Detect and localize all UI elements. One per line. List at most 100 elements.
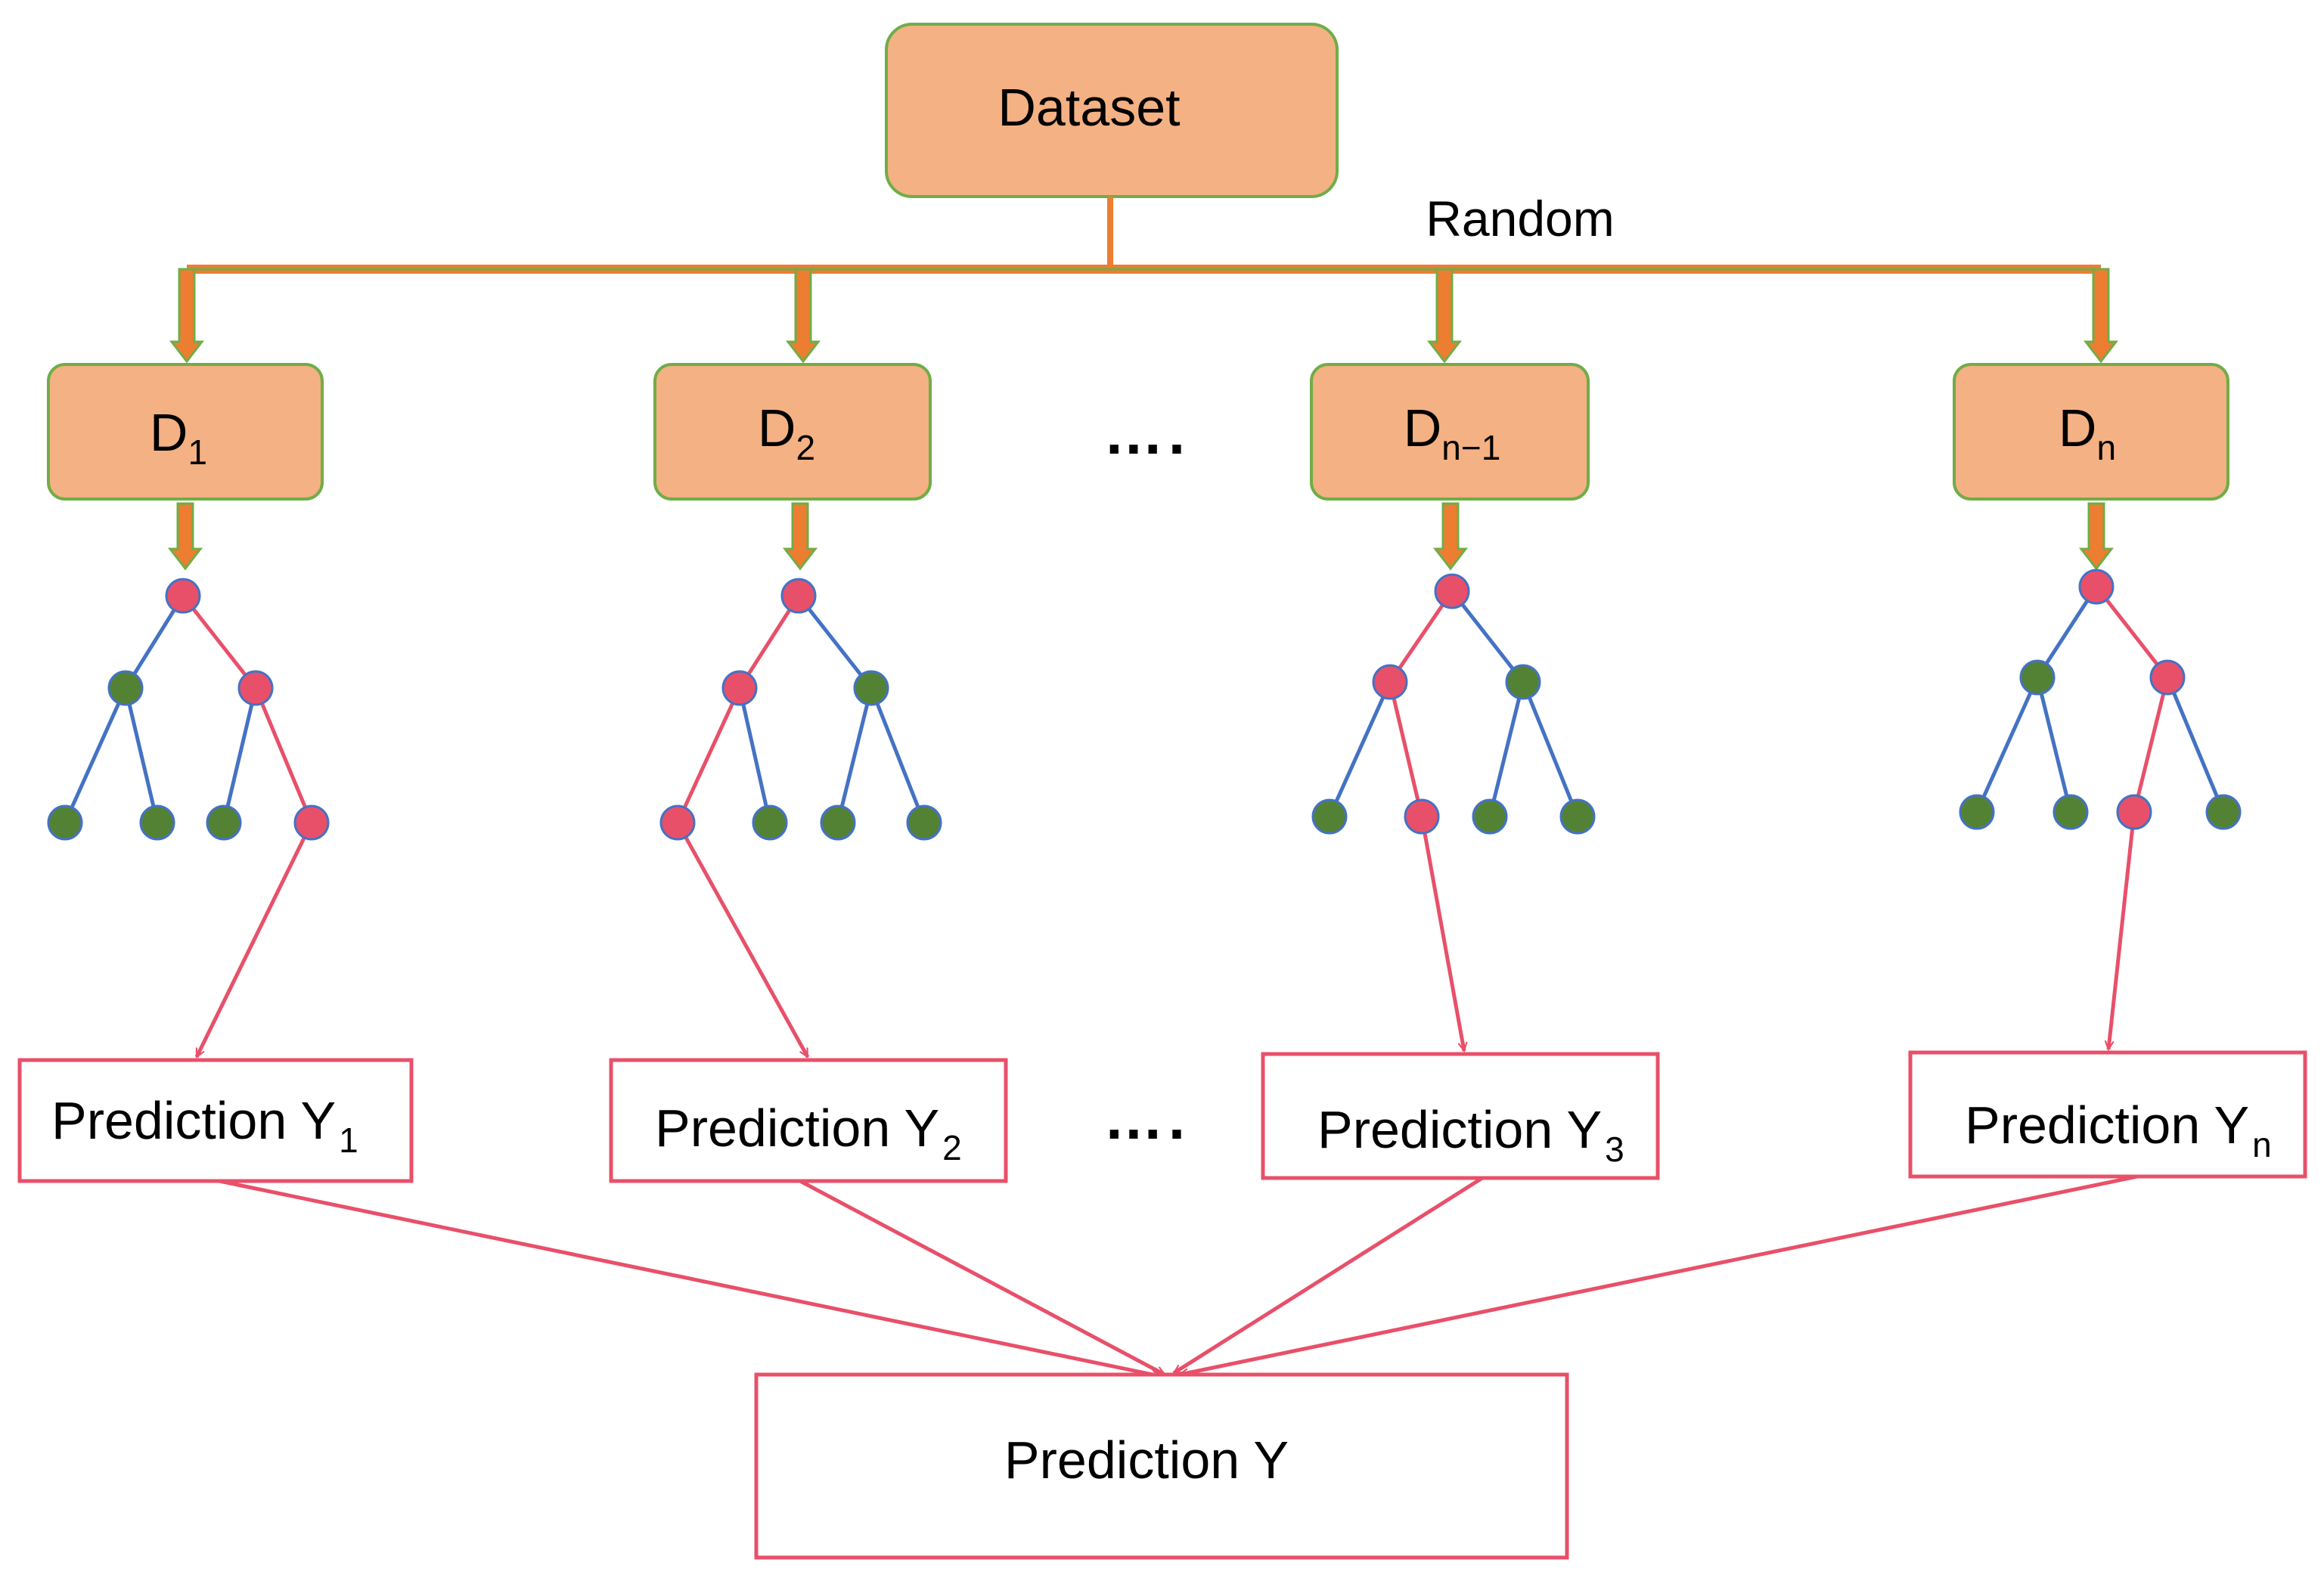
split-arrow-2 — [785, 268, 821, 364]
tree-edge — [2035, 585, 2099, 679]
svg-text:Prediction Yn: Prediction Yn — [1965, 1096, 2272, 1164]
tree-input-arrow-4 — [2078, 502, 2115, 571]
tree-edge — [1488, 681, 1525, 817]
branch-arrows — [167, 268, 2119, 571]
final-prediction-box: Prediction Y — [754, 1372, 1569, 1560]
subset-ellipsis: …. — [1103, 399, 1190, 467]
subset-3-base: D — [1404, 398, 1442, 457]
tree-internal-node — [237, 670, 274, 706]
dataset-label: Dataset — [998, 78, 1180, 137]
decision-tree-4 — [1959, 569, 2242, 1049]
decision-tree-2 — [659, 578, 942, 1057]
svg-text:Dn−1: Dn−1 — [1404, 398, 1501, 467]
subset-4-sub: n — [2096, 428, 2116, 467]
dataset-node: Dataset — [885, 23, 1339, 198]
tree-edge — [2095, 585, 2169, 679]
tree-leaf-node — [206, 804, 242, 841]
tree-internal-node — [853, 670, 889, 706]
tree-internal-node — [2149, 659, 2186, 696]
prediction-1-base: Prediction Y — [51, 1091, 336, 1150]
tree-edge — [63, 687, 128, 824]
tree-leaf-node — [1404, 798, 1440, 835]
tree-output-arrow — [194, 821, 314, 1057]
subset-3-sub: n−1 — [1441, 428, 1500, 467]
tree-input-arrow-2 — [782, 502, 818, 571]
tree-leaf-node — [47, 804, 83, 841]
prediction-4-sub: n — [2252, 1125, 2272, 1164]
tree-edge — [737, 687, 772, 823]
tree-edge — [836, 687, 873, 823]
tree-leaf-node — [2116, 794, 2152, 830]
subset-1-sub: 1 — [188, 432, 207, 472]
tree-leaf-node — [820, 804, 856, 841]
tree-leaf-node — [659, 804, 696, 841]
prediction-4-base: Prediction Y — [1965, 1096, 2249, 1155]
subset-node-1: D1 — [47, 363, 324, 501]
subset-node-n-minus-1: Dn−1 — [1310, 363, 1590, 501]
tree-root-node — [165, 578, 201, 614]
tree-output-arrow — [675, 821, 810, 1057]
decision-trees — [47, 569, 2242, 1057]
tree-edge — [222, 687, 258, 823]
tree-internal-node — [2019, 659, 2056, 696]
subset-node-n: Dn — [1953, 363, 2229, 501]
tree-edge — [1327, 680, 1392, 818]
subset-1-base: D — [150, 403, 188, 462]
svg-text:Prediction Y2: Prediction Y2 — [655, 1099, 962, 1167]
tree-root-node — [1434, 573, 1470, 609]
tree-internal-node — [107, 670, 144, 706]
tree-leaf-node — [139, 804, 175, 841]
prediction-3-base: Prediction Y — [1317, 1100, 1602, 1159]
prediction-box-3: Prediction Y3 — [1261, 1052, 1660, 1180]
tree-edge — [797, 594, 873, 690]
split-arrow-3 — [1426, 268, 1463, 364]
tree-leaf-node — [752, 804, 788, 841]
tree-edge — [1975, 676, 2040, 814]
subset-4-base: D — [2059, 398, 2097, 457]
prediction-box-n: Prediction Yn — [1908, 1050, 2307, 1179]
svg-text:Dn: Dn — [2059, 398, 2116, 467]
tree-leaf-node — [2053, 794, 2089, 830]
tree-edge — [1388, 681, 1424, 817]
prediction-box-1: Prediction Y1 — [17, 1058, 414, 1183]
tree-root-node — [780, 578, 817, 614]
prediction-2-base: Prediction Y — [655, 1099, 939, 1158]
tree-edge — [2165, 677, 2226, 813]
tree-edge — [869, 687, 926, 823]
tree-internal-node — [1372, 664, 1408, 700]
prediction-2-sub: 2 — [942, 1128, 962, 1167]
tree-leaf-node — [1959, 794, 1995, 830]
tree-output-arrow — [2108, 811, 2136, 1049]
tree-edge — [1451, 590, 1525, 684]
svg-text:Prediction Y1: Prediction Y1 — [51, 1091, 358, 1160]
tree-leaf-node — [293, 804, 330, 841]
aggregation-arrows — [219, 1174, 2138, 1376]
subset-node-2: D2 — [653, 363, 932, 501]
tree-internal-node — [1505, 664, 1541, 700]
tree-edge — [123, 594, 185, 690]
prediction-ellipsis: …. — [1103, 1084, 1190, 1152]
random-split-connector: Random — [187, 191, 2101, 274]
tree-output-arrow — [1420, 816, 1464, 1051]
tree-edge — [123, 687, 160, 823]
subset-2-base: D — [758, 398, 796, 457]
random-label: Random — [1426, 191, 1614, 246]
tree-edge — [1521, 681, 1580, 817]
tree-input-arrow-1 — [167, 502, 203, 571]
tree-edge — [1388, 590, 1454, 684]
tree-leaf-node — [906, 804, 942, 841]
tree-edge — [737, 594, 801, 690]
tree-leaf-node — [2205, 794, 2242, 830]
split-arrow-4 — [2083, 268, 2119, 364]
tree-edge — [253, 687, 314, 823]
decision-tree-1 — [47, 578, 330, 1057]
decision-tree-3 — [1311, 573, 1596, 1051]
tree-edge — [2132, 677, 2170, 813]
final-prediction-label: Prediction Y — [1004, 1431, 1289, 1490]
tree-edge — [2035, 677, 2073, 813]
tree-internal-node — [721, 670, 758, 706]
svg-text:D1: D1 — [150, 403, 207, 472]
tree-edge — [182, 594, 257, 690]
svg-text:Prediction Y3: Prediction Y3 — [1317, 1100, 1624, 1169]
